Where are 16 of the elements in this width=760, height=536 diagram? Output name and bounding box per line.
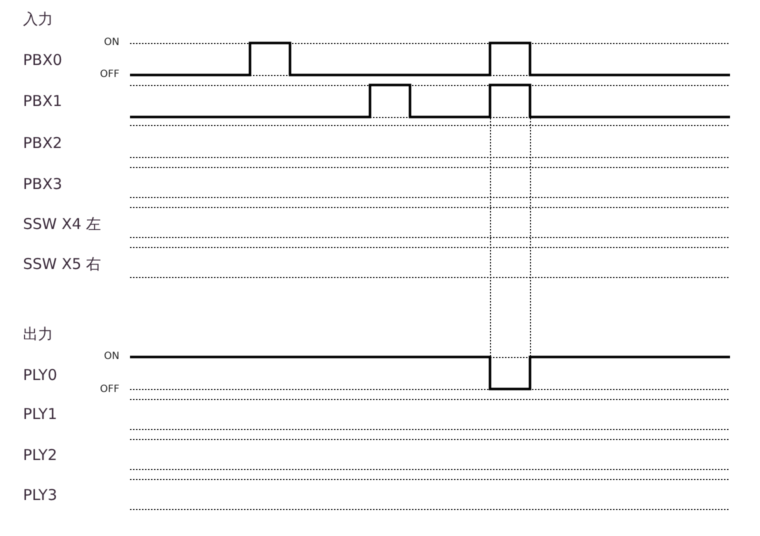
signal-label: SSW X4 左 <box>23 215 102 233</box>
signal-label: PBX1 <box>23 92 62 110</box>
level-label: OFF <box>100 69 120 81</box>
level-label: ON <box>104 351 120 363</box>
signal-label: PLY1 <box>23 405 58 423</box>
signal-label: PLY3 <box>23 486 58 504</box>
signal-label: PBX3 <box>23 175 62 193</box>
level-label: ON <box>104 37 120 49</box>
section-heading: 入力 <box>23 10 53 28</box>
signal-label: PBX2 <box>23 134 62 152</box>
signal-label: PLY2 <box>23 446 58 464</box>
signal-label: PLY0 <box>23 366 58 384</box>
section-heading: 出力 <box>23 325 53 343</box>
signal-label: SSW X5 右 <box>23 255 102 273</box>
signal-label: PBX0 <box>23 51 62 69</box>
level-label: OFF <box>100 384 120 396</box>
